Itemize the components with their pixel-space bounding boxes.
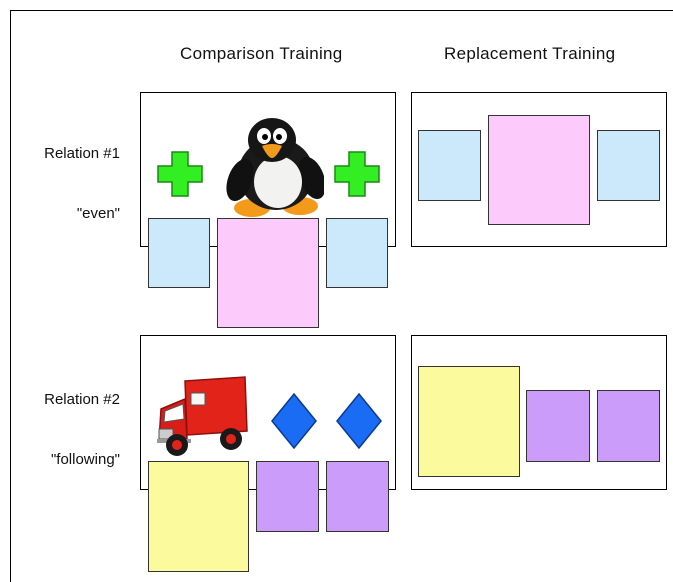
blue-diamond-icon	[271, 393, 317, 449]
pink-square	[488, 115, 590, 225]
red-truck-icon	[157, 376, 248, 456]
row-label-relation-2-title: Relation #2	[44, 391, 120, 408]
row-label-relation-1-name: "even"	[76, 205, 120, 222]
row-label-relation-2-name: "following"	[50, 451, 120, 468]
yellow-square	[418, 366, 520, 477]
green-plus-icon	[157, 151, 203, 197]
blue-diamond-icon	[336, 393, 382, 449]
purple-square	[526, 390, 590, 462]
column-header-comparison: Comparison Training	[180, 44, 343, 63]
blue-square	[597, 130, 660, 201]
purple-square	[326, 461, 389, 532]
figure-frame	[10, 10, 673, 582]
row-label-relation-2: Relation #2 "following"	[24, 350, 120, 490]
blue-square	[148, 218, 210, 288]
row-label-relation-1-title: Relation #1	[44, 145, 120, 162]
purple-square	[597, 390, 660, 462]
pink-square	[217, 218, 319, 328]
yellow-square	[148, 461, 249, 572]
green-plus-icon	[334, 151, 380, 197]
column-header-replacement: Replacement Training	[444, 44, 616, 63]
blue-square	[326, 218, 388, 288]
blue-square	[418, 130, 481, 201]
purple-square	[256, 461, 319, 532]
penguin-plush-icon	[226, 118, 324, 217]
row-label-relation-1: Relation #1 "even"	[24, 104, 120, 244]
